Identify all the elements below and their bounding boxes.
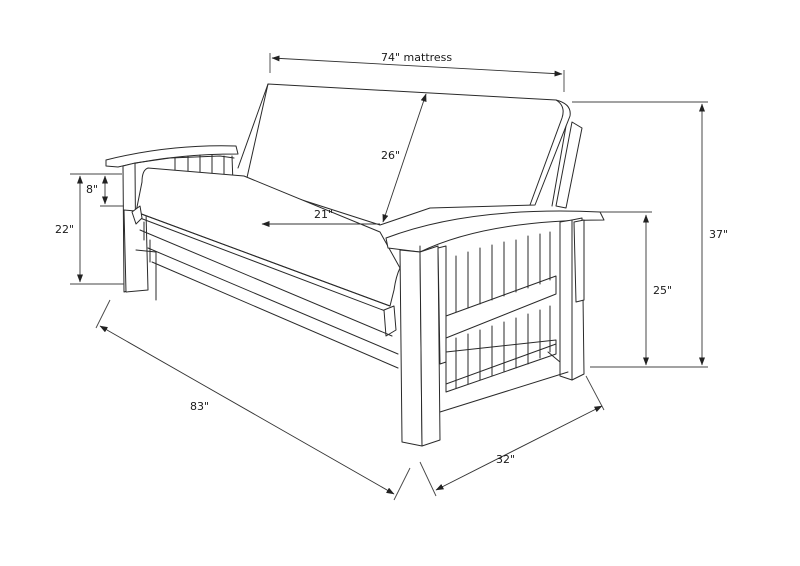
label-back-height: 26"	[381, 149, 401, 162]
label-overall-width: 83"	[190, 400, 210, 413]
left-arm	[105, 145, 239, 301]
label-seat-thickness: 8"	[86, 183, 99, 196]
right-arm	[385, 210, 605, 447]
label-seat-depth: 21"	[314, 208, 334, 221]
dim-mattress-width	[269, 53, 565, 92]
label-overall-depth: 32"	[496, 453, 516, 466]
label-seat-height: 22"	[55, 223, 75, 236]
dim-overall-depth	[419, 375, 605, 497]
dim-seat-height	[70, 173, 124, 285]
dim-back-height	[382, 93, 427, 223]
label-overall-height: 37"	[709, 228, 729, 241]
label-arm-height: 25"	[653, 284, 673, 297]
seat-cushion	[131, 167, 401, 369]
dim-heights-right	[572, 101, 708, 368]
label-mattress-width: 74" mattress	[381, 51, 453, 64]
dim-overall-width	[95, 299, 411, 501]
